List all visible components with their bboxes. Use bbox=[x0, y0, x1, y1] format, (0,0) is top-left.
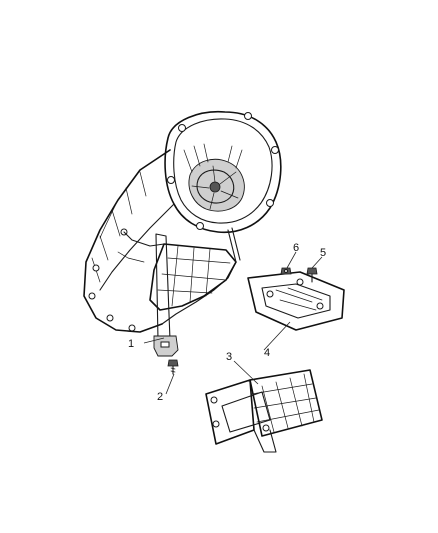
part-2-bolt bbox=[167, 359, 179, 375]
callout-4: 4 bbox=[264, 347, 270, 359]
leader-lines bbox=[143, 251, 323, 395]
part-1-bracket bbox=[153, 233, 179, 357]
callout-1: 1 bbox=[128, 338, 134, 350]
transmission-assembly bbox=[83, 110, 282, 333]
part-4-crossmember-plate bbox=[247, 271, 345, 331]
part-6-nut bbox=[280, 267, 292, 275]
part-3-mount bbox=[205, 369, 323, 453]
callout-6: 6 bbox=[293, 242, 299, 254]
callout-5: 5 bbox=[320, 247, 326, 259]
part-5-bolt bbox=[306, 267, 318, 283]
callout-2: 2 bbox=[157, 391, 163, 403]
callout-3: 3 bbox=[226, 351, 232, 363]
